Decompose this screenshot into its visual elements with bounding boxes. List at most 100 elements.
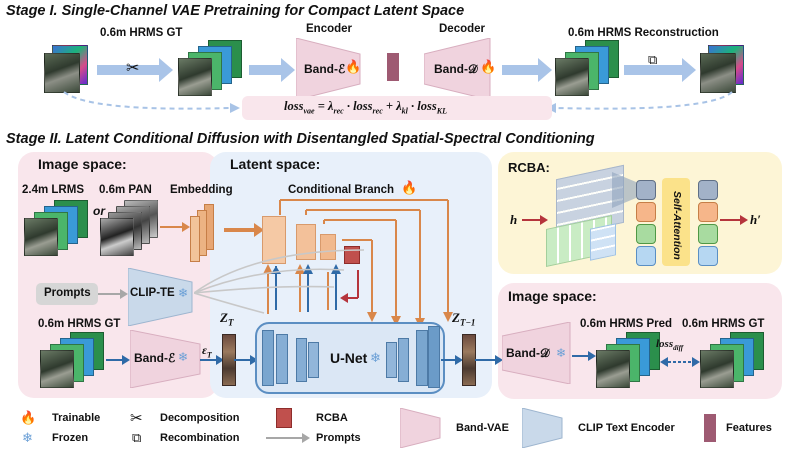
h-output-label: h′ [750,212,761,227]
hrms-gt-label-left: 0.6m HRMS GT [38,318,121,330]
legend-features: Features [726,422,772,434]
pred-label: 0.6m HRMS Pred [580,318,673,330]
unet-block [416,330,428,386]
loss-vae-formula: lossvae = λrec · lossrec + λkl · lossKL [284,99,447,116]
cond-feature-3 [320,234,336,260]
unet-block [428,326,440,388]
input-hrms-cube [44,45,88,93]
rcba-projection [612,172,636,208]
band-decoder-stage2-shape [502,322,571,384]
token-green-out [698,224,718,244]
rcba-blue-grid [590,223,616,261]
latent-feature [387,53,399,81]
unet-block [386,342,397,378]
h-output-arrow [720,215,748,225]
band-decoder-shape [424,38,491,100]
token-gray-out [698,180,718,200]
latent-space-title: Latent space: [230,156,321,172]
token-blue-out [698,246,718,266]
band-decoder-label: Band-𝒟 [434,62,478,76]
scissors-icon: ✂ [126,60,140,77]
zt-label: ZT [220,310,234,328]
stage1-title: Stage I. Single-Channel VAE Pretraining … [6,3,465,19]
zt1-latent [462,334,476,386]
snowflake-icon: ❄ [22,430,33,445]
pan-label: 0.6m PAN [99,184,152,196]
token-orange-out [698,202,718,222]
gt-right-label: 0.6m HRMS GT [682,318,765,330]
flame-icon: 🔥 [401,180,418,195]
recombination-icon: ⧉ [648,52,658,67]
token-gray [636,180,656,200]
arrow-to-unet [234,355,258,365]
loss-vae-box [242,96,552,120]
legend-prompts: Prompts [316,432,361,444]
prompts-label: Prompts [44,287,91,299]
legend-features-swatch [704,414,716,442]
token-blue [636,246,656,266]
arrow-to-embedding [160,222,190,232]
unet-block [296,338,307,382]
prompt-gray-arrows [194,249,365,314]
legend-frozen: Frozen [52,432,89,444]
conditional-branch-label: Conditional Branch [288,184,395,196]
stage1-gt-label: 0.6m HRMS GT [100,27,183,39]
or-label: or [93,204,105,218]
clip-encoder-shape [128,268,193,326]
recombination-arrow [624,58,696,82]
pan-stack [100,200,160,258]
lrms-label: 2.4m LRMS [22,184,84,196]
image-space-right-title: Image space: [508,288,597,304]
legend-clip: CLIP Text Encoder [578,422,675,434]
cond-feature-2 [296,224,316,260]
unet-block [308,342,319,378]
arrow-to-zt [200,355,224,365]
legend-clip-shape [522,408,563,448]
unet-block [262,330,274,386]
lrms-stack [24,200,90,258]
h-input-label: h [510,212,518,227]
self-attention-label: Self-Attention [671,191,683,260]
cond-feature-1 [262,216,286,264]
snowflake-icon: ❄ [178,286,189,300]
scissors-icon: ✂ [130,410,143,427]
legend-trainable: Trainable [52,412,101,424]
image-space-left-title: Image space: [38,156,127,172]
flame-icon: 🔥 [345,59,362,74]
legend-rcba: RCBA [316,412,348,424]
flame-icon: 🔥 [480,59,497,74]
output-hrms-cube [700,45,744,93]
unet-block [398,338,409,382]
encoder-label: Encoder [306,23,353,35]
arrow-to-pred [572,351,596,361]
legend-recombination: Recombination [160,432,240,444]
band-encoder-stage2-label: Band-ℰ [134,351,176,365]
loss-diff-label: lossdiff [656,338,684,353]
arrow-to-band-d [475,355,503,365]
legend-prompts-arrow [266,433,310,443]
unet-block [276,334,288,384]
embedding-label: Embedding [170,184,233,196]
pred-band-stack [596,332,662,388]
band-encoder-label: Band-ℰ [304,62,346,76]
unet-label: U-Net [330,350,368,366]
band-encoder-stage2-shape [130,330,201,388]
decomposition-arrow [97,58,173,82]
legend-band-vae: Band-VAE [456,422,509,434]
band-stack [178,40,244,96]
conditional-branch-arrows [224,199,453,328]
clip-label: CLIP-TE [130,287,175,299]
zt1-label: ZT−1 [452,310,476,328]
gt-band-stack-right [700,332,766,388]
gt-band-stack-left [40,332,106,388]
stage2-title: Stage II. Latent Conditional Diffusion w… [6,131,595,147]
recon-label: 0.6m HRMS Reconstruction [568,27,719,39]
token-green [636,224,656,244]
legend-band-vae-shape [400,408,441,448]
token-orange [636,202,656,222]
snowflake-icon: ❄ [556,346,567,360]
legend-rcba-swatch [276,408,292,428]
arrow-to-clip [98,289,128,299]
arrow-to-band-e [106,355,130,365]
